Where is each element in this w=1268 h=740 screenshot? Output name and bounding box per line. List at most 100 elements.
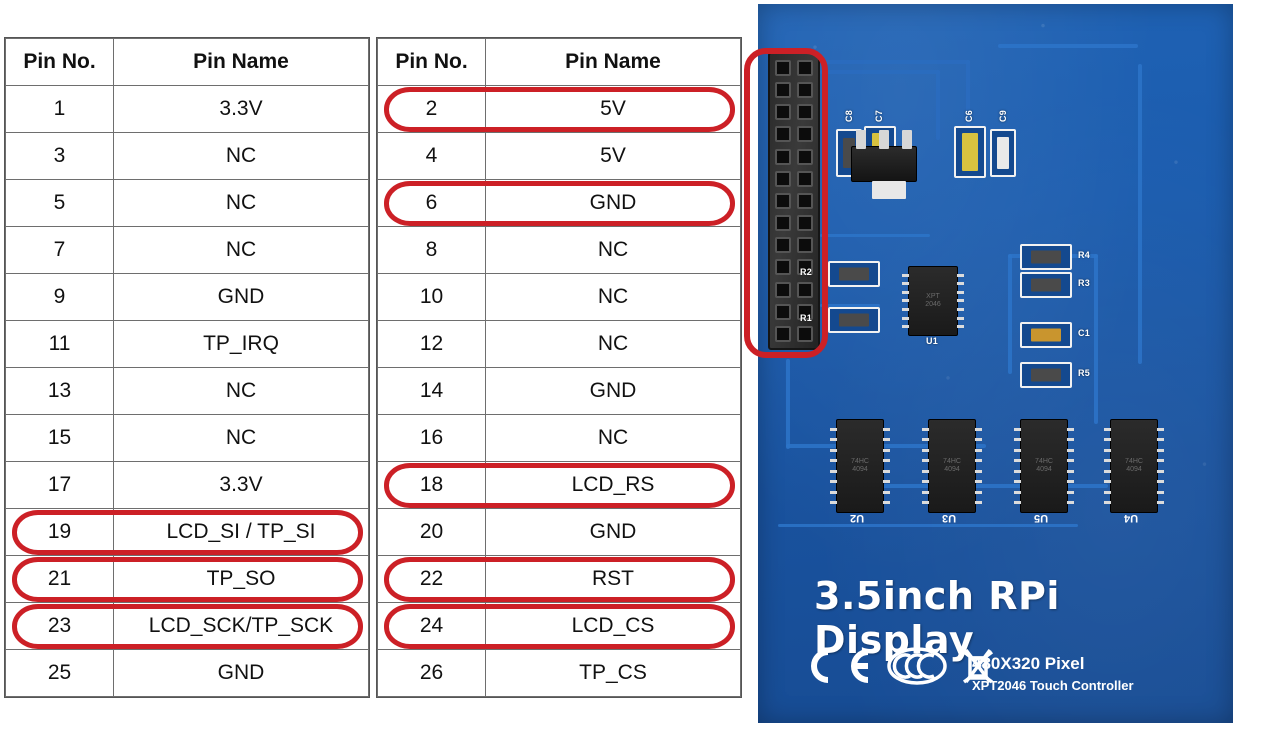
cell-pin-no: 11	[5, 320, 114, 368]
header-pin-hole	[797, 60, 813, 76]
header-pin-row	[775, 281, 813, 298]
cell-pin-name: TP_IRQ	[113, 320, 369, 368]
ce-mark-icon	[811, 649, 869, 683]
component-label-r3: R3	[1078, 278, 1090, 288]
column-header-pin-name: Pin Name	[113, 38, 369, 86]
header-pin-row	[775, 192, 813, 209]
cell-pin-no: 5	[5, 179, 114, 227]
cell-pin-no: 19	[5, 508, 114, 556]
cell-pin-name: TP_CS	[485, 649, 741, 697]
gpio-header-connector	[768, 52, 820, 350]
cell-pin-no: 12	[377, 320, 486, 368]
component-label-c-top1: C8	[844, 110, 854, 122]
cell-pin-name: GND	[485, 367, 741, 415]
cell-pin-no: 10	[377, 273, 486, 321]
cell-pin-no: 14	[377, 367, 486, 415]
certification-marks	[802, 644, 998, 688]
cell-pin-no: 3	[5, 132, 114, 180]
smd-resistor-r1	[828, 307, 880, 333]
header-pin-hole	[775, 148, 791, 165]
header-pin-row	[775, 215, 813, 232]
cell-pin-name: 5V	[485, 85, 741, 133]
cell-pin-no: 25	[5, 649, 114, 697]
header-pin-hole	[775, 281, 791, 298]
header-pin-hole	[775, 60, 791, 76]
table-header-row: Pin No. Pin Name	[377, 38, 741, 86]
cell-pin-name: NC	[485, 226, 741, 274]
smd-resistor-r2	[828, 261, 880, 287]
cell-pin-name: GND	[485, 508, 741, 556]
cell-pin-no: 16	[377, 414, 486, 462]
cell-pin-name: NC	[113, 226, 369, 274]
cell-pin-no: 21	[5, 555, 114, 603]
component-label-u4: U4	[1124, 512, 1139, 524]
header-pin-row	[775, 148, 813, 165]
header-pin-row	[775, 259, 813, 276]
cell-pin-no: 20	[377, 508, 486, 556]
cell-pin-name: GND	[113, 649, 369, 697]
cell-pin-no: 9	[5, 273, 114, 321]
cell-pin-name: LCD_SI / TP_SI	[113, 508, 369, 556]
header-pin-hole	[797, 237, 813, 254]
smd-resistor-r3	[1020, 272, 1072, 298]
voltage-regulator	[851, 130, 917, 199]
header-pin-hole	[775, 170, 791, 187]
cell-pin-no: 13	[5, 367, 114, 415]
header-pin-row	[775, 303, 813, 320]
cell-pin-no: 1	[5, 85, 114, 133]
table-header-row: Pin No. Pin Name	[5, 38, 369, 86]
cell-pin-no: 17	[5, 461, 114, 509]
header-pin-hole	[797, 170, 813, 187]
header-pin-row	[775, 126, 813, 143]
header-pin-hole	[797, 148, 813, 165]
cell-pin-no: 26	[377, 649, 486, 697]
smd-capacitor-c1	[1020, 322, 1072, 348]
column-header-pin-name: Pin Name	[485, 38, 741, 86]
weee-bin-icon	[962, 648, 994, 684]
cell-pin-no: 8	[377, 226, 486, 274]
cell-pin-name: 3.3V	[113, 461, 369, 509]
header-pin-row	[775, 237, 813, 254]
cell-pin-name: NC	[113, 367, 369, 415]
smd-capacitor	[954, 126, 986, 178]
header-pin-hole	[775, 259, 791, 276]
component-label-r4: R4	[1078, 250, 1090, 260]
component-label-u2: U2	[850, 512, 865, 524]
component-label-c1: C1	[1078, 328, 1090, 338]
cell-pin-no: 4	[377, 132, 486, 180]
header-pin-hole	[775, 215, 791, 232]
header-pin-hole	[797, 259, 813, 276]
cell-pin-name: RST	[485, 555, 741, 603]
column-header-pin-no: Pin No.	[5, 38, 114, 86]
component-label-u3: U3	[942, 512, 957, 524]
cell-pin-no: 18	[377, 461, 486, 509]
header-pin-hole	[775, 104, 791, 121]
cell-pin-no: 24	[377, 602, 486, 650]
header-pin-row	[775, 60, 813, 76]
header-pin-row	[775, 170, 813, 187]
cell-pin-name: LCD_SCK/TP_SCK	[113, 602, 369, 650]
